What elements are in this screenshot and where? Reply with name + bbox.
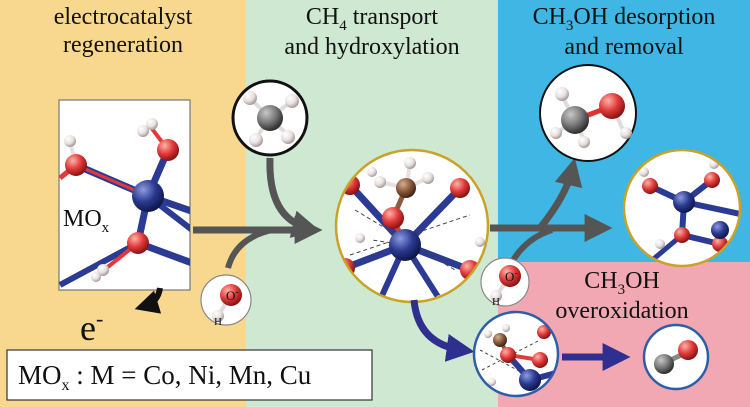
hydroxyl-right-h: H — [492, 296, 500, 308]
header-transport-line2: and hydroxylation — [284, 34, 459, 60]
hydroxyl-right-o: O- — [505, 268, 518, 284]
header-regeneration-line2: regeneration — [63, 32, 183, 58]
header-overoxidation: CH3OH — [584, 268, 660, 298]
header-regeneration: electrocatalyst — [54, 4, 193, 30]
header-desorption-line2: and removal — [564, 34, 684, 60]
arrow-hydroxyl-in-right — [509, 227, 553, 264]
header-desorption: CH3OH desorption — [533, 4, 716, 34]
hydroxyl-left-o: O- — [226, 287, 239, 303]
svg-text:MOx : M = Co, Ni, Mn, Cu: MOx : M = Co, Ni, Mn, Cu — [18, 360, 312, 394]
co-molecule — [642, 323, 710, 391]
arrow-methanol-out — [537, 157, 583, 231]
hydroxyl-left — [200, 274, 252, 326]
electron-arrow — [134, 287, 163, 314]
regenerated-surface — [622, 148, 742, 268]
methane-molecule — [231, 79, 309, 157]
catalyst-surface — [58, 99, 191, 291]
arrow-hydroxyl-in-left — [225, 227, 273, 269]
hydroxyl-left-h: H — [214, 316, 222, 328]
arrow-overoxidation-down — [410, 299, 475, 362]
arrow-methane-in — [266, 157, 321, 238]
hydroxyl-right — [480, 257, 530, 307]
electron-label: e- — [80, 306, 103, 348]
header-transport: CH4 transport — [306, 4, 438, 34]
methanol-molecule — [539, 64, 637, 162]
center-intermediate — [334, 148, 490, 304]
header-overoxidation-line2: overoxidation — [555, 298, 688, 324]
formula-box: MOx : M = Co, Ni, Mn, Cu — [6, 349, 373, 401]
mox-label: MOx — [63, 206, 110, 236]
